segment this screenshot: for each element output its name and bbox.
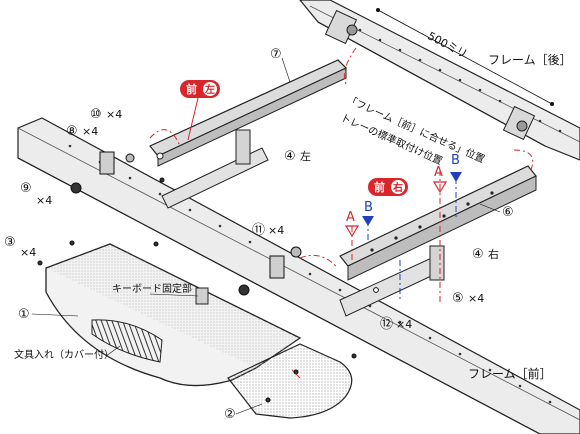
part-8-num: ⑧ (66, 124, 78, 139)
part-10-qty: ×4 (106, 108, 122, 121)
part-4-right-side: 右 (488, 247, 499, 261)
badge-front-right-side: 右 (392, 181, 403, 194)
part-2-num: ② (224, 407, 236, 422)
part-4-left-num: ④ (284, 149, 296, 164)
part-7-num: ⑦ (270, 47, 282, 62)
part-1-num: ① (18, 307, 30, 322)
part-8-qty: ×4 (82, 125, 98, 138)
marker-a-left: A (346, 210, 355, 225)
marker-b-right: B (451, 153, 460, 168)
marker-b-right-triangle (450, 172, 462, 182)
part-6-bar (339, 165, 537, 281)
part-11-qty: ×4 (268, 224, 284, 237)
marker-b-left: B (364, 200, 373, 215)
part-12-qty: ×4 (396, 318, 412, 331)
part-5-qty: ×4 (468, 292, 484, 305)
part-7-bar (149, 59, 348, 167)
part-9-num: ⑨ (20, 181, 32, 196)
part-10-num: ⑩ (90, 107, 102, 122)
knob-9 (70, 182, 82, 194)
marker-a-left-triangle (344, 225, 360, 238)
frame-front-label: フレーム［前］ (468, 366, 552, 381)
part-6-num: ⑥ (502, 205, 514, 220)
badge-front-right-front: 前 (374, 180, 385, 194)
annotation-stationery-tray: 文具入れ（カバー付） (14, 348, 114, 361)
frame-rear-label: フレーム［後］ (488, 53, 572, 67)
badge-front-left-front: 前 (186, 82, 197, 96)
part-3-qty: ×4 (20, 246, 36, 259)
marker-a-b: A B A B (344, 153, 462, 238)
marker-a-right-triangle (432, 181, 448, 194)
part-2-plate (227, 343, 353, 419)
part-4-left-side: 左 (300, 150, 311, 163)
part-11-num: ⑪ (252, 223, 265, 238)
front-frame-rail (17, 117, 580, 434)
rear-frame-rail (299, 0, 580, 161)
part-5-num: ⑤ (452, 291, 464, 306)
badge-front-left-side: 左 (204, 83, 215, 96)
part-12-num: ⑫ (380, 317, 393, 332)
part-4-right-num: ④ (472, 247, 484, 262)
badge-front-right: 前 右 (368, 178, 408, 196)
slide-rail-left (161, 129, 269, 209)
part-number-labels: ⑦ ⑩ ×4 ⑧ ×4 ④ 左 ⑨ ×4 ⑥ ⑪ ×4 ③ ×4 ④ 右 ⑤ ×… (4, 47, 514, 422)
annotation-keyboard-fixing: キーボード固定部 (112, 282, 192, 295)
badge-front-left: 前 左 (180, 80, 220, 141)
marker-b-left-triangle (362, 216, 374, 226)
part-9-qty: ×4 (36, 194, 52, 207)
part-3-num: ③ (4, 235, 16, 250)
marker-a-right: A (434, 165, 443, 180)
fasteners (37, 151, 379, 403)
keyboard-tray (45, 243, 302, 387)
